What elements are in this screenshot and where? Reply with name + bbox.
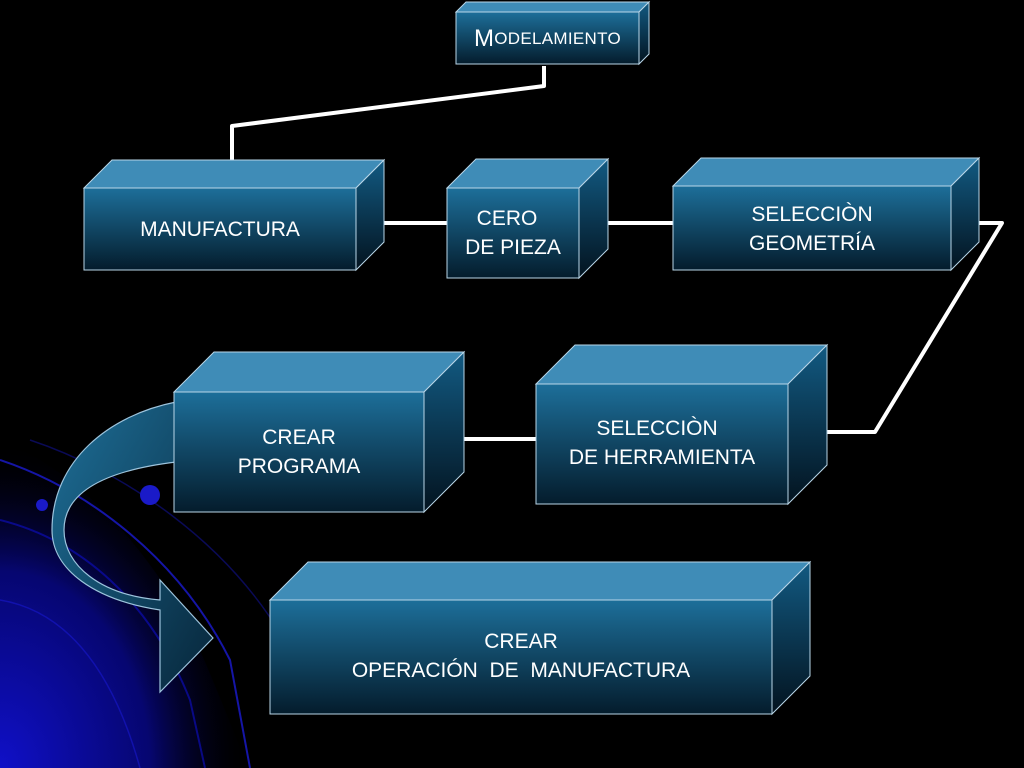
node-modelamiento-initial: M — [473, 24, 495, 52]
node-seleccion-geometria-line-2: GEOMETRÍA — [748, 232, 875, 255]
decor-swoosh-3 — [0, 599, 141, 768]
box-cero-pieza — [445, 157, 610, 280]
node-crear-operacion: CREAR OPERACIÓN DE MANUFACTURA — [270, 600, 772, 714]
curved-block-arrow — [51, 401, 214, 694]
node-seleccion-herramienta-line-1: SELECCIÒN — [596, 417, 718, 440]
node-cero-pieza: CERO DE PIEZA — [447, 188, 579, 278]
box-seleccion-geometria-front-face — [672, 185, 952, 271]
decor-swoosh-4 — [29, 439, 291, 651]
box-cero-pieza-front-face — [446, 187, 580, 279]
node-modelamiento-rest: ODELAMIENTO — [494, 28, 622, 48]
box-seleccion-herramienta-top-face — [534, 344, 829, 385]
node-crear-programa-line-2: PROGRAMA — [237, 455, 361, 478]
box-crear-programa-front-face — [173, 391, 425, 513]
node-seleccion-geometria: SELECCIÒN GEOMETRÍA — [673, 186, 951, 270]
curved-arrow-shape — [51, 401, 214, 694]
node-cero-pieza-line-1: CERO — [476, 207, 538, 230]
node-crear-operacion-line-2: OPERACIÓN DE MANUFACTURA — [351, 659, 691, 682]
node-manufactura: MANUFACTURA — [84, 188, 356, 270]
box-manufactura-top-face — [82, 159, 386, 189]
box-seleccion-herramienta — [534, 343, 829, 506]
box-crear-operacion-front-face — [269, 599, 773, 715]
edge-geometria-herramienta — [822, 221, 1004, 434]
box-crear-programa-top-face — [172, 351, 466, 393]
node-manufactura-line-1: MANUFACTURA — [140, 217, 300, 241]
box-crear-operacion-top-face — [268, 561, 812, 601]
box-modelamiento-side-face — [638, 0, 650, 66]
box-crear-operacion — [268, 560, 812, 716]
node-seleccion-herramienta: SELECCIÒN DE HERRAMIENTA — [536, 384, 788, 504]
box-manufactura-front-face — [83, 187, 357, 271]
decor-dot-1 — [140, 485, 160, 505]
box-seleccion-geometria-top-face — [671, 157, 981, 187]
node-seleccion-geometria-line-1: SELECCIÒN — [751, 203, 873, 226]
node-crear-programa: CREAR PROGRAMA — [174, 392, 424, 512]
decor-swoosh-1 — [0, 459, 251, 768]
edge-modelamiento-manufactura — [230, 66, 546, 162]
boxes — [82, 0, 981, 716]
box-seleccion-geometria — [671, 156, 981, 272]
box-modelamiento-front-face — [455, 11, 640, 65]
node-crear-programa-line-1: CREAR — [262, 426, 336, 449]
decor-dot-2 — [36, 499, 48, 511]
box-modelamiento-top-face — [454, 1, 651, 13]
box-manufactura — [82, 158, 386, 272]
node-seleccion-herramienta-line-2: DE HERRAMIENTA — [568, 446, 756, 469]
box-seleccion-herramienta-front-face — [535, 383, 789, 505]
box-modelamiento — [454, 0, 651, 66]
node-cero-pieza-line-2: DE PIEZA — [465, 236, 561, 259]
decor-swoosh-2 — [0, 519, 206, 768]
box-crear-programa — [172, 350, 466, 514]
node-crear-operacion-line-1: CREAR — [484, 630, 558, 653]
